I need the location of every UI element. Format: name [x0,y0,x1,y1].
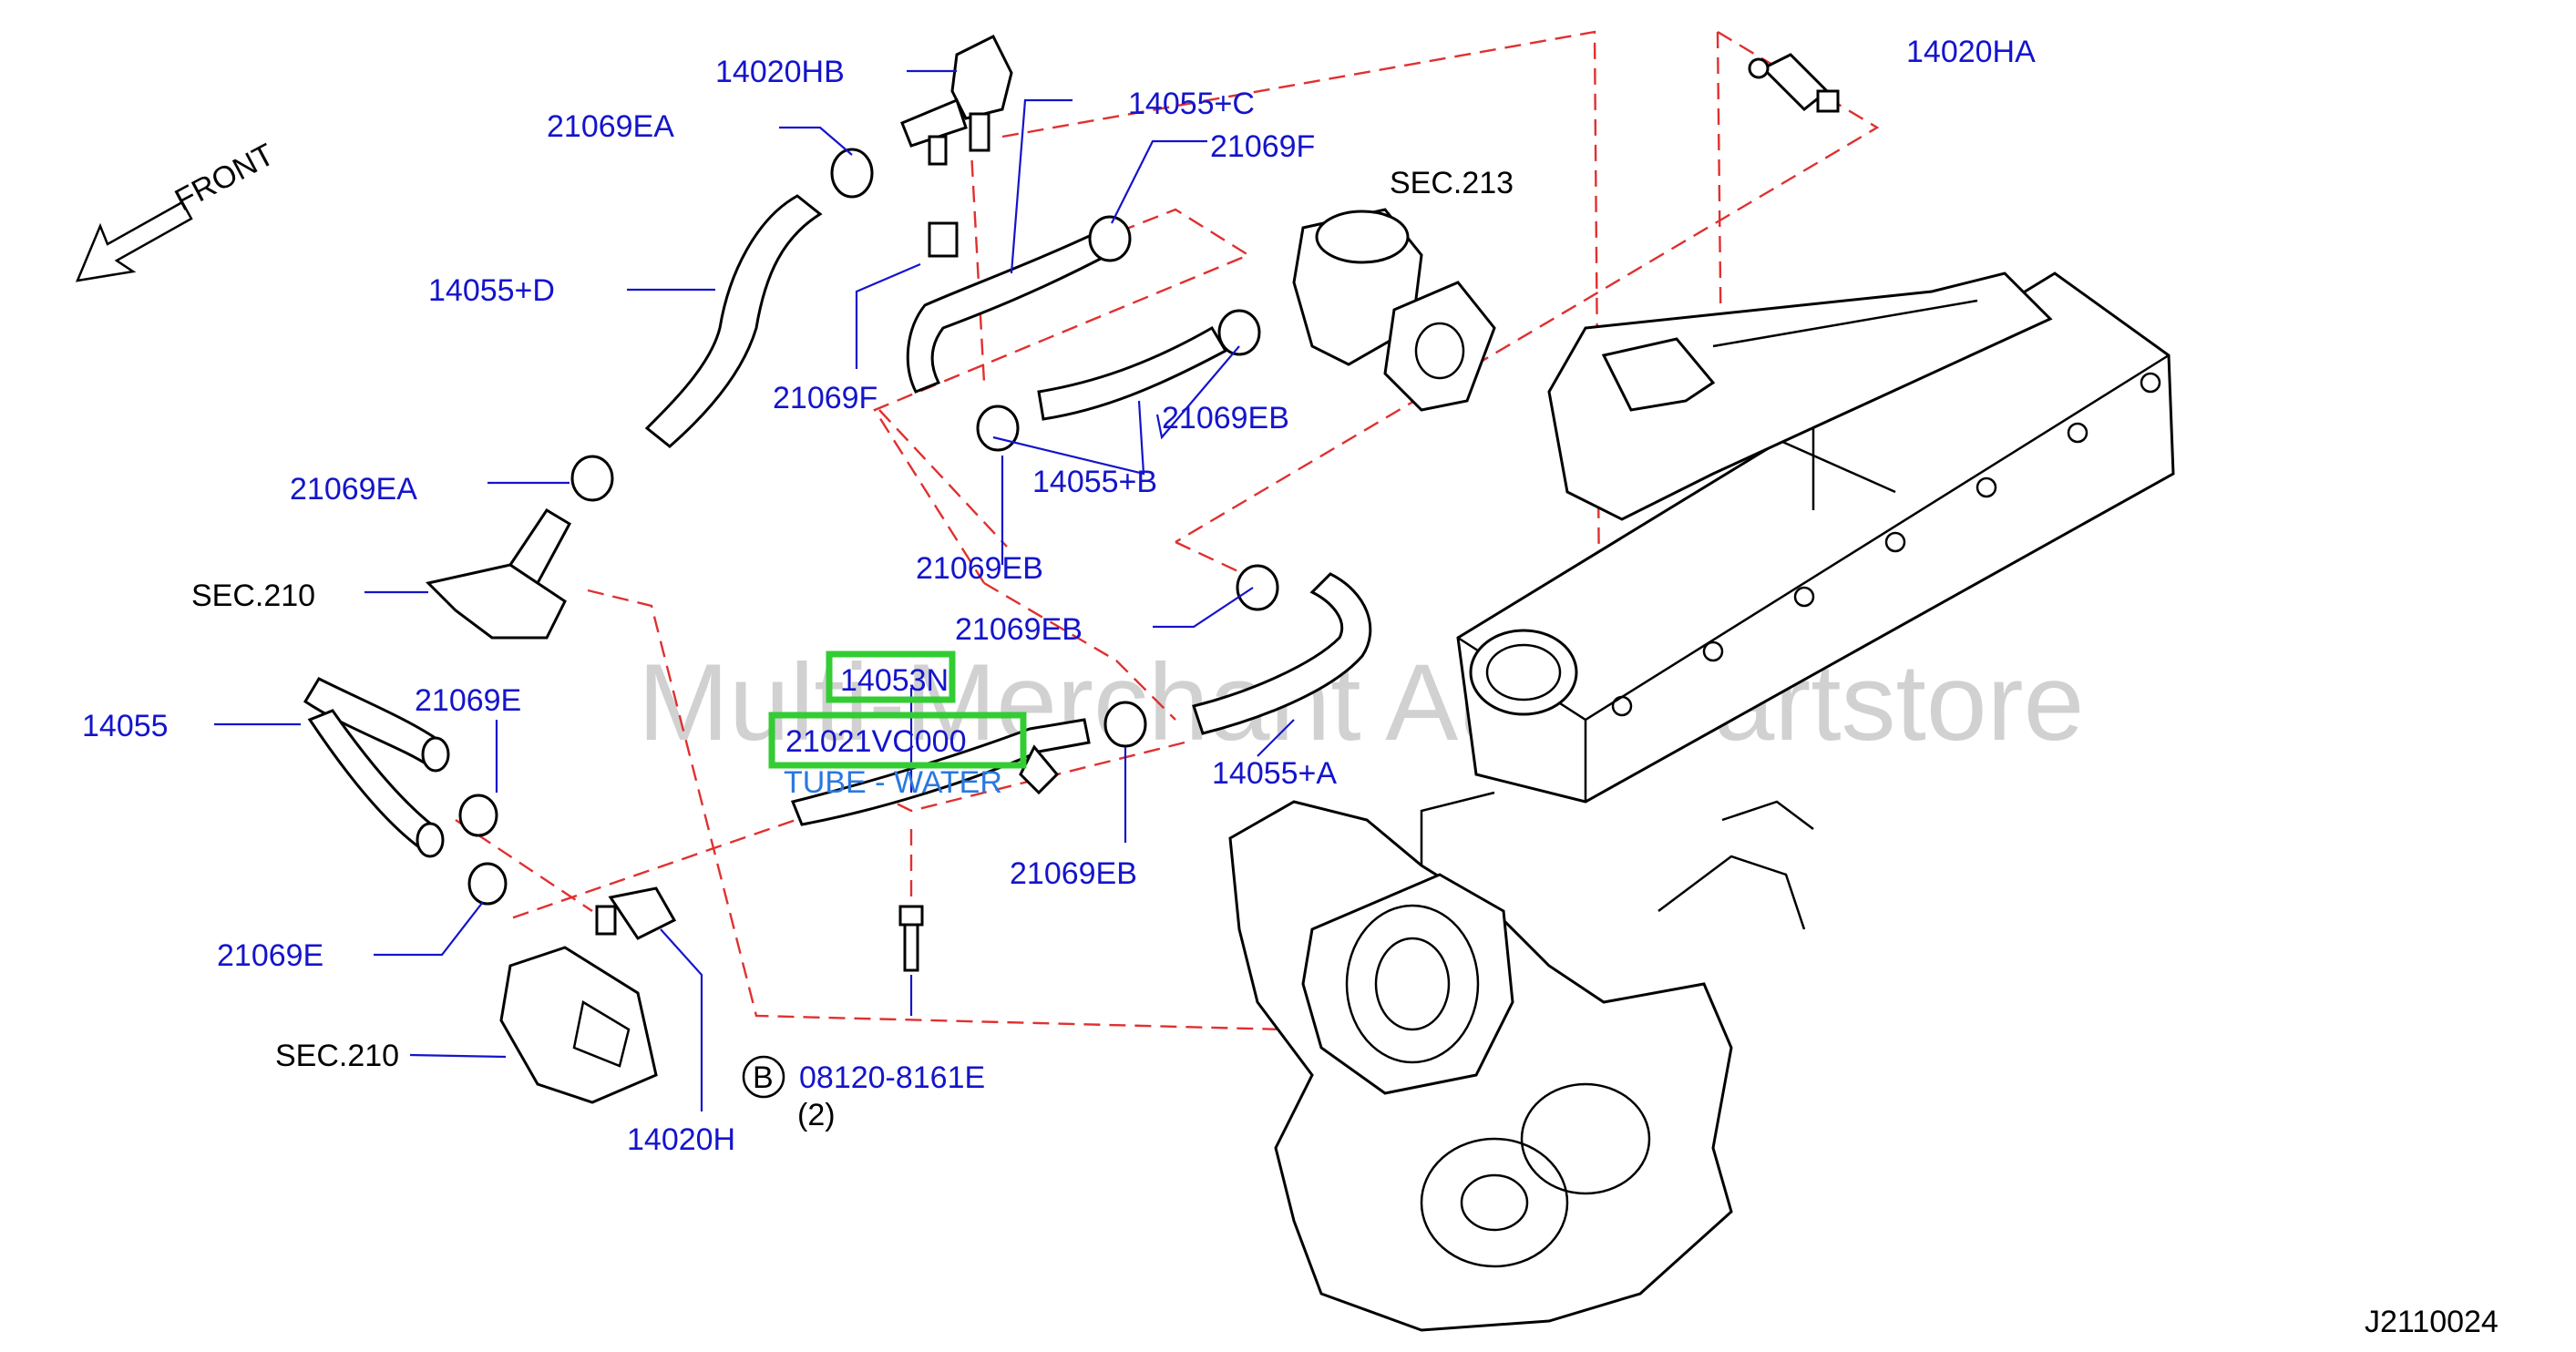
clamp-icons [458,148,1279,906]
label-21069f-mid[interactable]: 21069F [773,381,877,415]
bolt-marker-letter: B [753,1060,774,1095]
label-sec210-bottom[interactable]: SEC.210 [275,1039,399,1073]
label-21069eb-1[interactable]: 21069EB [1162,401,1289,435]
hose-14055a [1192,572,1372,735]
diagram-code: J2110024 [2365,1305,2499,1339]
sensor-14020h [595,886,677,940]
hose-14055b [1037,325,1228,421]
leader-lines [214,69,1295,1111]
hose-14055d [644,194,823,448]
label-14055d[interactable]: 14055+D [428,273,555,308]
label-14020ha[interactable]: 14020HA [1906,35,2036,69]
label-14055a[interactable]: 14055+A [1212,756,1337,791]
front-label: FRONT [169,138,280,219]
housing-sec210-top [426,507,571,640]
tube-water [790,718,1091,826]
label-21069eb-3[interactable]: 21069EB [955,612,1083,647]
label-14020hb[interactable]: 14020HB [715,55,845,89]
label-14055c[interactable]: 14055+C [1128,87,1255,121]
valve-14020hb [900,34,1013,166]
label-14053n[interactable]: 14053N [840,663,949,698]
highlight-14053n [826,650,956,703]
label-21069e-bot[interactable]: 21069E [217,938,323,973]
engine-assembly [1228,271,2175,1332]
label-21069eb-4[interactable]: 21069EB [1010,856,1137,891]
bolt-marker-icon [742,1055,785,1099]
front-arrow-icon [75,200,193,282]
label-08120-8161e[interactable]: 08120-8161E [799,1060,985,1095]
label-21069ea-mid[interactable]: 21069EA [290,472,417,507]
label-14055[interactable]: 14055 [82,709,169,743]
label-bolt-qty: (2) [797,1098,836,1132]
label-21069e-top[interactable]: 21069E [415,683,521,718]
highlight-21021vc000 [768,712,1027,769]
label-14055b[interactable]: 14055+B [1032,465,1157,499]
label-sec210-top[interactable]: SEC.210 [191,579,315,613]
label-21021vc000[interactable]: 21021VC000 [785,724,967,759]
label-sec213[interactable]: SEC.213 [1390,166,1514,200]
label-tube-water[interactable]: TUBE - WATER [784,765,1002,800]
hose-14055c [906,225,1118,394]
label-14020h[interactable]: 14020H [627,1122,735,1157]
bolt-08120-8161e [898,905,924,972]
label-21069f-top[interactable]: 21069F [1210,129,1315,164]
throttle-body-sec213 [1292,208,1496,412]
fitting-14020ha [1748,53,1840,113]
housing-sec210-bottom [499,946,658,1104]
label-21069eb-2[interactable]: 21069EB [916,551,1043,586]
label-21069ea-top[interactable]: 21069EA [547,109,674,144]
